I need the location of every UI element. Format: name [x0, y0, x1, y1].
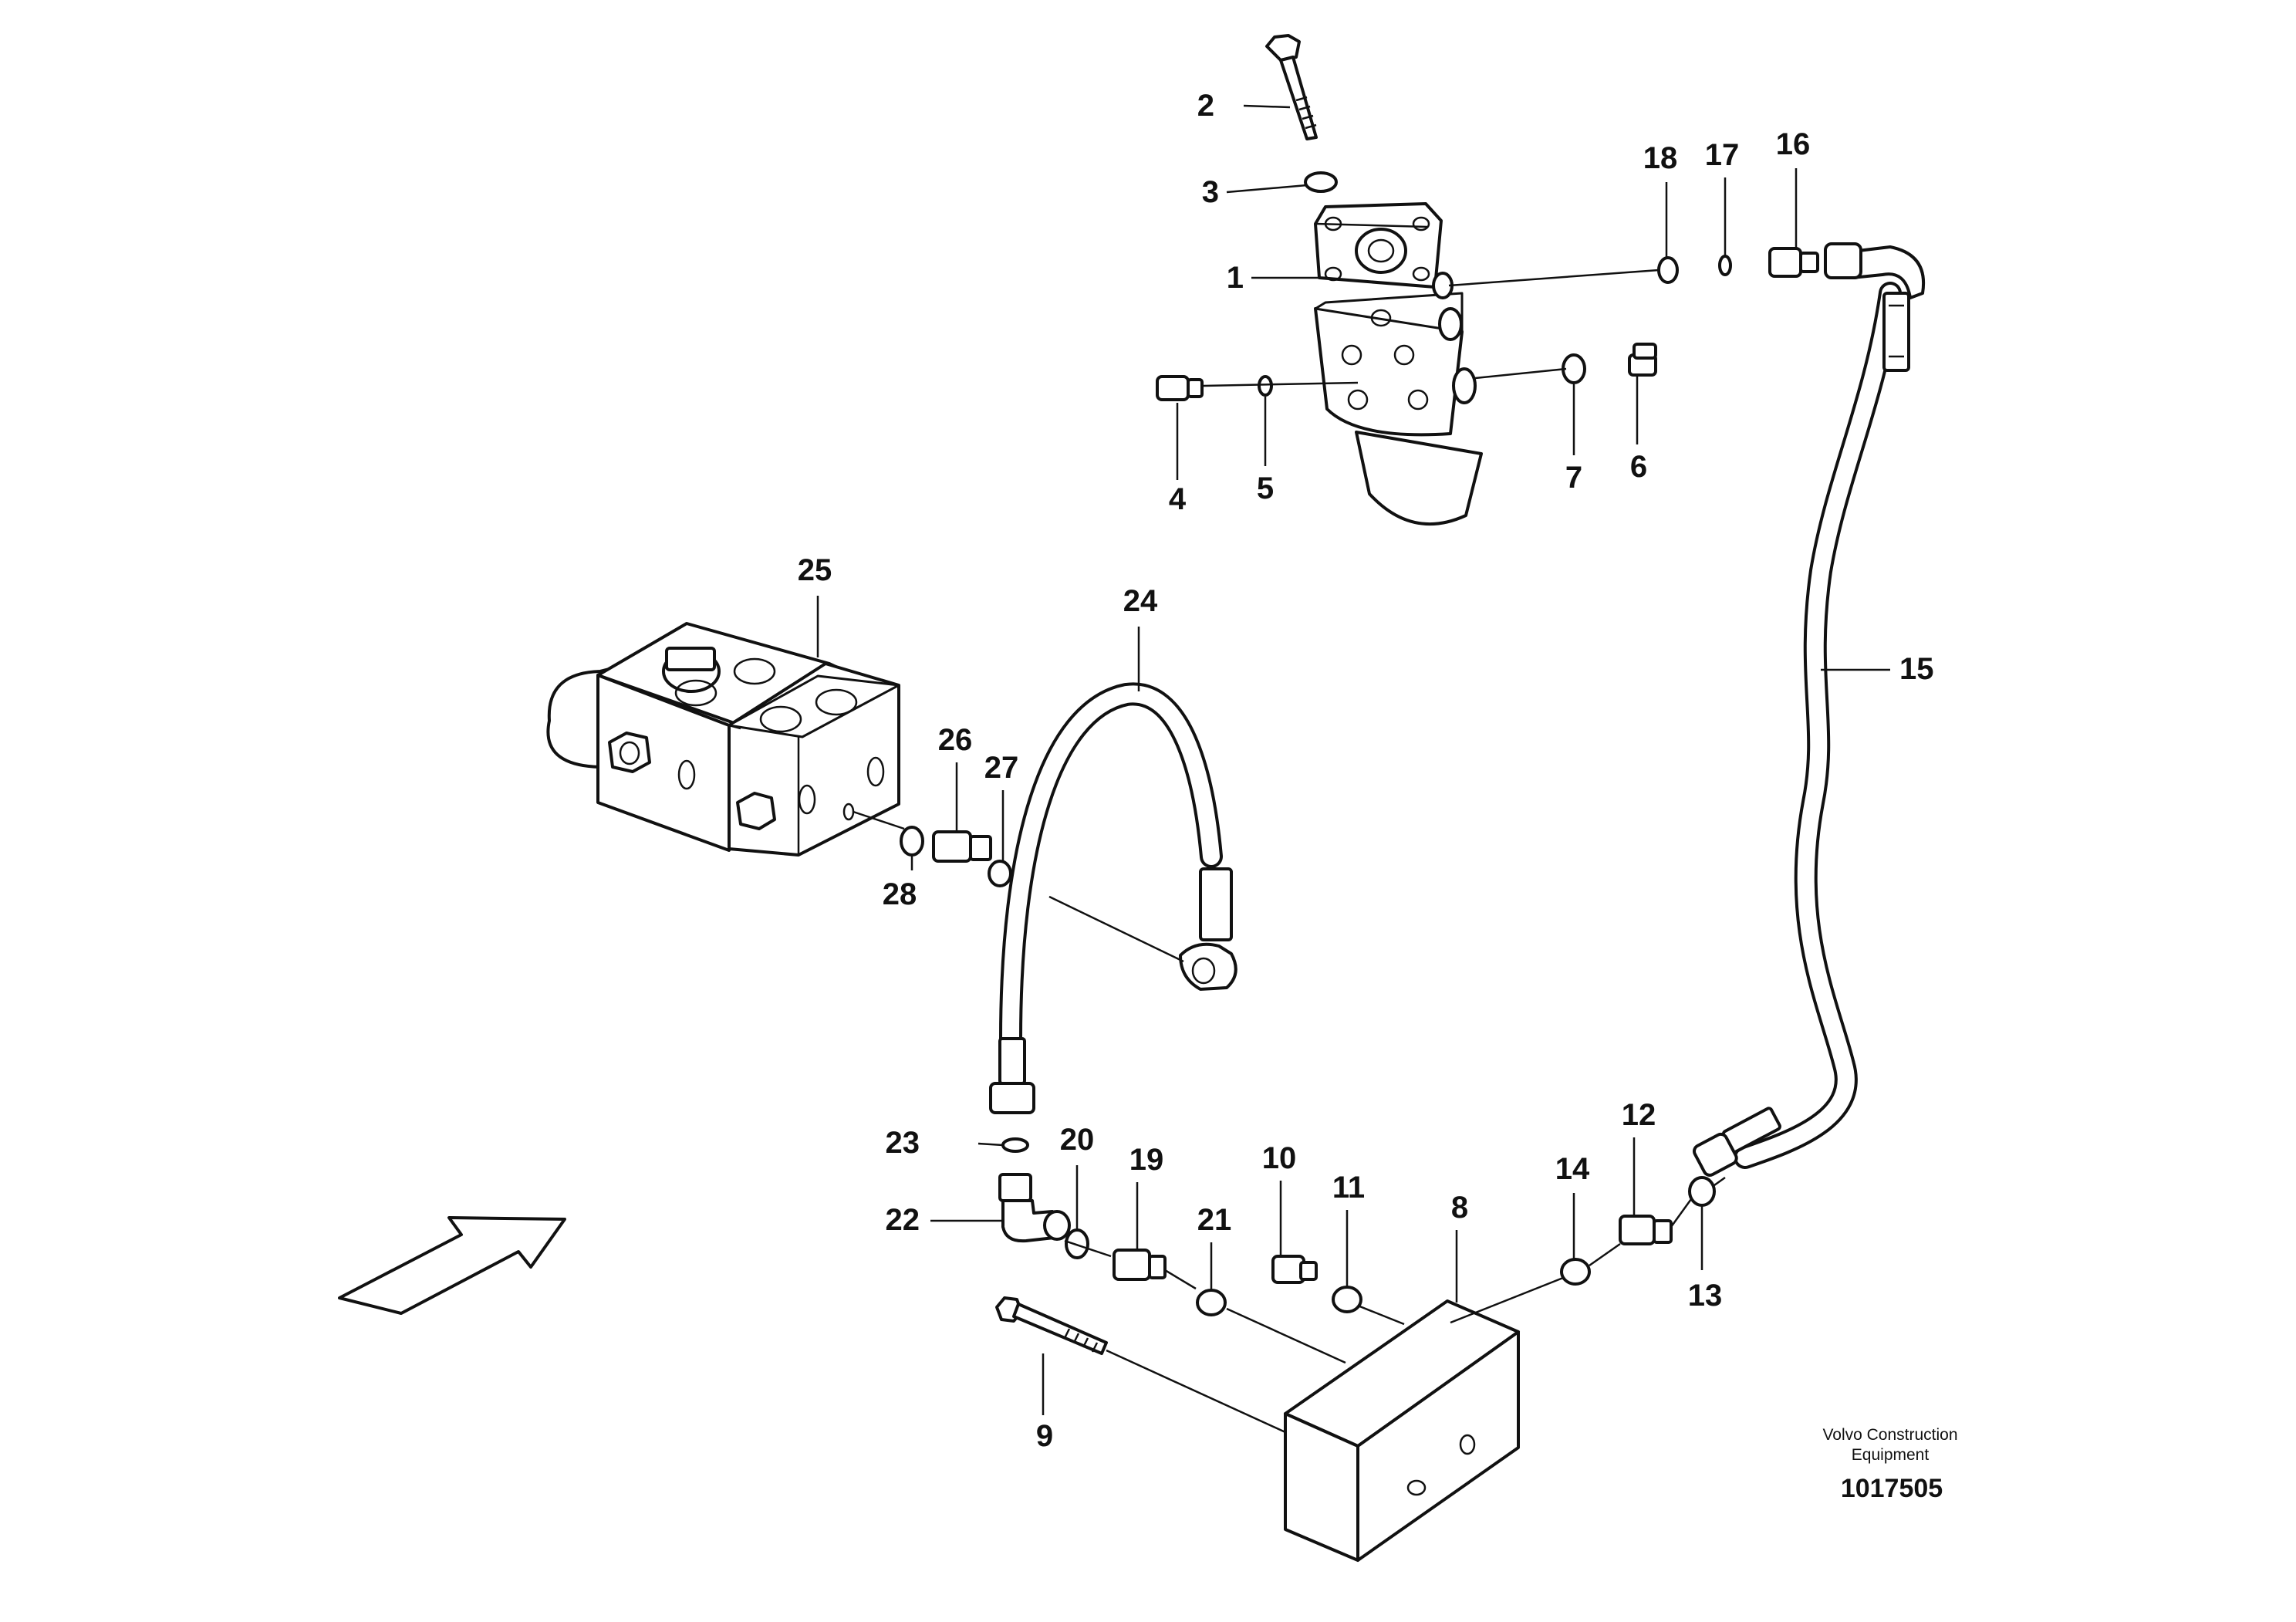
- part-25-control-valve: [546, 622, 900, 857]
- callout-10: 10: [1262, 1141, 1297, 1175]
- callout-21: 21: [1197, 1203, 1232, 1237]
- part-14-washer: [1560, 1258, 1591, 1286]
- callout-8: 8: [1451, 1191, 1468, 1225]
- callout-7: 7: [1565, 461, 1582, 495]
- callout-3: 3: [1202, 175, 1219, 209]
- part-18-washer: [1657, 256, 1679, 284]
- callout-17: 17: [1705, 138, 1740, 172]
- callout-26: 26: [938, 723, 973, 757]
- callout-16: 16: [1776, 127, 1811, 161]
- part-28-washer: [900, 826, 924, 857]
- callout-2: 2: [1197, 89, 1214, 123]
- part-8-box: [1284, 1299, 1520, 1562]
- part-21-washer: [1196, 1289, 1227, 1316]
- part-22-elbow: [998, 1173, 1071, 1243]
- credit-line-1: Volvo Construction: [1822, 1426, 1957, 1444]
- document-number: 1017505: [1841, 1474, 1943, 1503]
- callout-19: 19: [1129, 1143, 1164, 1177]
- part-13-o-ring: [1688, 1176, 1716, 1207]
- part-24-hose: [989, 682, 1237, 1114]
- part-1-valve: [1314, 202, 1483, 526]
- callout-20: 20: [1060, 1123, 1095, 1157]
- callout-1: 1: [1227, 261, 1244, 295]
- part-26-union: [932, 830, 992, 863]
- direction-arrow-icon: [338, 1216, 566, 1315]
- part-9-bolt: [995, 1296, 1108, 1355]
- callout-4: 4: [1169, 482, 1187, 516]
- callout-11: 11: [1332, 1171, 1365, 1205]
- part-20-o-ring: [1065, 1228, 1089, 1259]
- callout-6: 6: [1630, 450, 1647, 484]
- callout-22: 22: [886, 1203, 920, 1237]
- callout-14: 14: [1555, 1152, 1590, 1186]
- callout-18: 18: [1643, 141, 1678, 175]
- credit-line-2: Equipment: [1852, 1446, 1930, 1464]
- callout-27: 27: [984, 751, 1019, 785]
- part-27-o-ring: [988, 860, 1012, 887]
- part-16-union: [1768, 247, 1819, 278]
- callout-15: 15: [1899, 652, 1934, 686]
- callout-23: 23: [886, 1126, 920, 1160]
- part-6-plug: [1628, 343, 1657, 377]
- part-10-plug: [1271, 1255, 1318, 1284]
- part-4-plug: [1156, 375, 1204, 401]
- part-5-o-ring: [1258, 375, 1273, 397]
- part-2-bolt: [1265, 34, 1318, 140]
- callout-28: 28: [883, 877, 917, 911]
- part-23-o-ring: [1001, 1137, 1029, 1153]
- callout-13: 13: [1688, 1279, 1723, 1313]
- callout-9: 9: [1036, 1419, 1053, 1453]
- part-19-union: [1113, 1249, 1167, 1281]
- callout-25: 25: [798, 553, 832, 587]
- part-17-o-ring: [1718, 255, 1732, 276]
- part-7-washer: [1562, 353, 1586, 384]
- part-15-hose: [1693, 242, 1926, 1177]
- part-3-washer: [1304, 171, 1338, 193]
- part-12-union: [1619, 1215, 1673, 1245]
- callout-12: 12: [1622, 1098, 1656, 1132]
- part-11-washer: [1332, 1286, 1362, 1313]
- callout-24: 24: [1123, 584, 1158, 618]
- callout-5: 5: [1257, 471, 1274, 505]
